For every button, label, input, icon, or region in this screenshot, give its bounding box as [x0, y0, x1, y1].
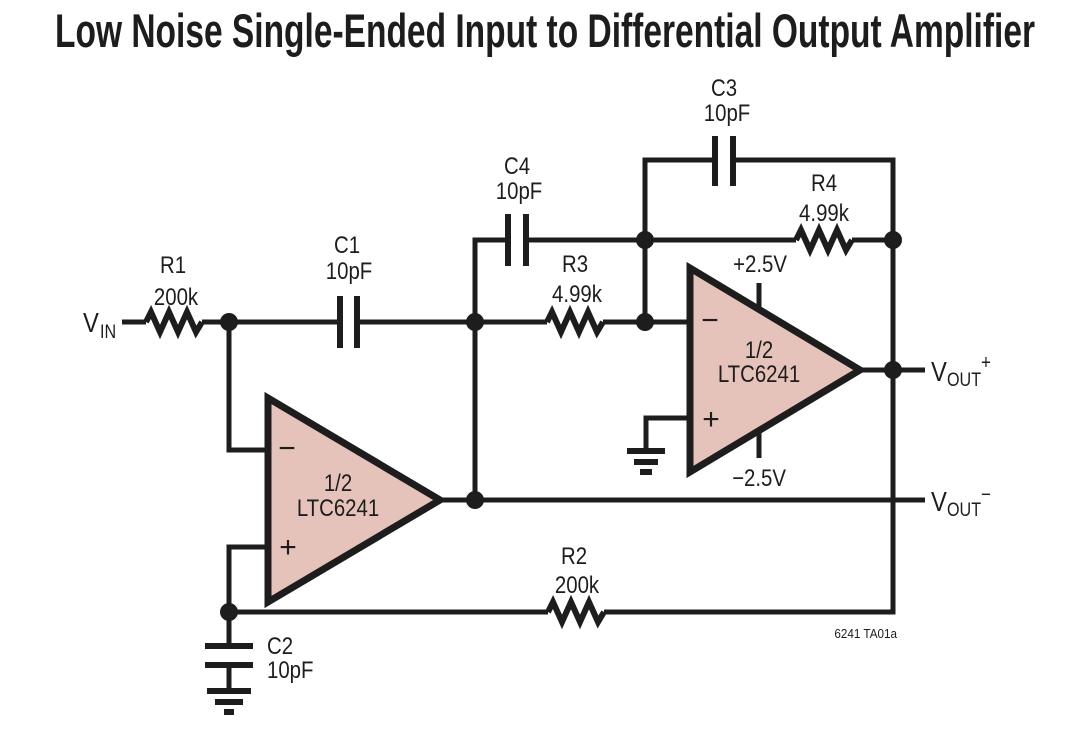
vin-subscript: IN — [100, 321, 116, 343]
junction-c3-r4-right — [884, 231, 902, 249]
label-c2-value: 10pF — [267, 656, 313, 683]
capacitors — [205, 136, 736, 668]
ground-symbol-c2 — [207, 688, 251, 715]
wire-c4-branch-left — [472, 237, 505, 500]
opamp-left-part-number: LTC6241 — [297, 494, 379, 521]
vin-symbol: V — [83, 306, 99, 338]
wire-opamp2-noninverting-to-ground — [643, 415, 690, 450]
diagram-title: Low Noise Single-Ended Input to Differen… — [55, 4, 1035, 57]
label-c3-ref: C3 — [711, 74, 737, 101]
opamp-right-noninverting-input-sign: + — [702, 403, 720, 436]
wire-c3-right-and-feedback — [604, 157, 896, 615]
vout-minus-symbol: V — [931, 485, 947, 517]
opamp-right-designator: 1/2 — [745, 336, 773, 363]
label-vout-minus: V OUT − — [931, 483, 991, 521]
figure-note: 6241 TA01a — [834, 626, 897, 641]
resistors — [143, 222, 855, 630]
vout-plus-superscript: + — [981, 351, 991, 374]
junction-opamp2-inverting — [636, 313, 654, 331]
vout-minus-subscript: OUT — [947, 499, 981, 521]
label-c4-ref: C4 — [504, 152, 530, 179]
label-r4-value: 4.99k — [799, 199, 850, 226]
label-r3-ref: R3 — [562, 250, 588, 277]
junction-c1-r3 — [466, 313, 484, 331]
label-r1-value: 200k — [154, 283, 199, 310]
label-negative-supply: −2.5V — [732, 464, 786, 491]
junction-vout-plus — [884, 361, 902, 379]
opamp-right-part-number: LTC6241 — [718, 360, 800, 387]
label-r2-ref: R2 — [561, 542, 587, 569]
resistor-r4 — [793, 222, 855, 258]
label-positive-supply: +2.5V — [733, 250, 787, 277]
vout-minus-superscript: − — [981, 483, 991, 506]
opamp-right-inverting-input-sign: − — [701, 304, 719, 337]
vout-plus-symbol: V — [931, 355, 947, 387]
label-c3-value: 10pF — [704, 99, 750, 126]
resistor-r2 — [545, 594, 607, 630]
label-r2-value: 200k — [555, 571, 600, 598]
vout-plus-subscript: OUT — [947, 369, 981, 391]
label-r4-ref: R4 — [811, 169, 837, 196]
label-c2-ref: C2 — [267, 632, 293, 659]
label-r3-value: 4.99k — [552, 280, 603, 307]
wire-node-to-opamp1-inverting — [226, 322, 268, 453]
opamp-right-body — [686, 261, 867, 479]
opamp-left-body — [264, 391, 447, 609]
junction-r2-c2 — [220, 603, 238, 621]
label-c1-value: 10pF — [326, 257, 372, 284]
junction-vout-minus — [466, 491, 484, 509]
label-c4-value: 10pF — [496, 177, 542, 204]
label-vin: V IN — [83, 306, 116, 342]
resistor-r1 — [143, 304, 205, 340]
wire-opamp1-noninverting-to-node — [226, 544, 268, 612]
wire-c3-branch-left — [642, 157, 712, 322]
opamp-left-designator: 1/2 — [324, 469, 352, 496]
label-r1-ref: R1 — [160, 251, 186, 278]
opamp-left-inverting-input-sign: − — [278, 432, 296, 465]
ground-symbol-opamp2 — [627, 448, 665, 475]
opamp-left-noninverting-input-sign: + — [279, 531, 297, 564]
junction-c4-c3-r4 — [636, 231, 654, 249]
label-c1-ref: C1 — [334, 231, 360, 258]
junction-dots — [220, 231, 902, 621]
junction-r1-c1 — [220, 313, 238, 331]
resistor-r3 — [544, 304, 606, 340]
label-vout-plus: V OUT + — [931, 351, 991, 391]
